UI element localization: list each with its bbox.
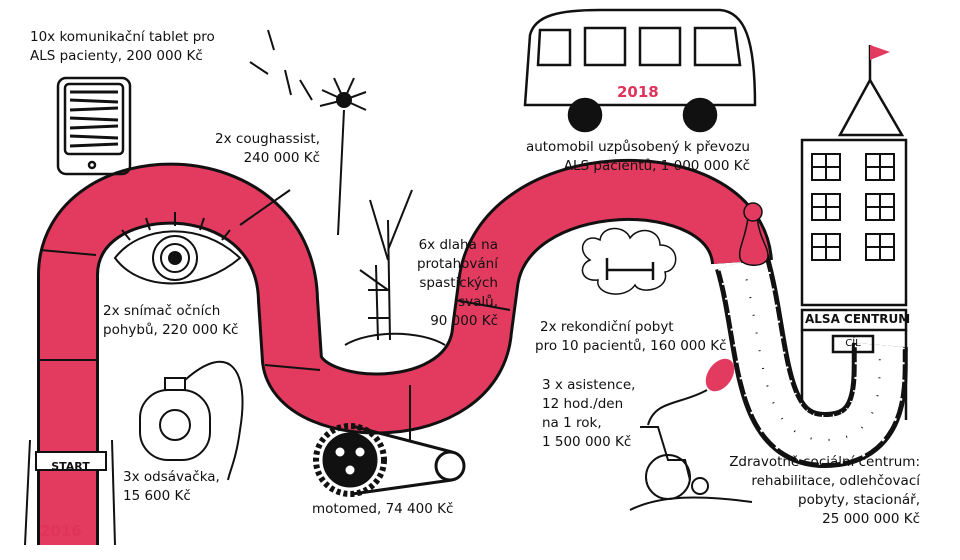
label-line: pro 10 pacientů, 160 000 Kč <box>535 338 727 354</box>
chain-gear-icon <box>313 423 466 497</box>
label-suction: 3x odsávačka, 15 600 Kč <box>123 468 220 506</box>
cloud-bed-icon <box>581 227 677 295</box>
label-line: 3 x asistence, <box>542 377 636 393</box>
label-splint: 6x dlaha na protahování spastických svalů, 9… <box>390 236 498 331</box>
label-line: rehabilitace, odlehčovací <box>751 473 920 489</box>
label-line: 2x rekondiční pobyt <box>540 319 674 335</box>
building-sign: ALSA CENTRUM <box>805 312 911 326</box>
label-line: pobyty, stacionář, <box>798 492 920 508</box>
label-line: pohybů, 220 000 Kč <box>103 322 239 338</box>
label-line: 1 500 000 Kč <box>542 434 632 450</box>
label-line: 90 000 Kč <box>430 313 498 329</box>
wheelchair-balloon-icon <box>629 358 753 511</box>
label-reconditioning-stay: 2x rekondiční pobyt pro 10 pacientů, 160 … <box>535 318 727 356</box>
start-sign: START <box>51 460 90 473</box>
suction-device-icon <box>139 360 244 481</box>
label-line: Zdravotně sociální centrum: <box>729 454 920 470</box>
dandelion-icon <box>249 29 367 236</box>
label-line: motomed, 74 400 Kč <box>312 501 454 517</box>
label-eye-tracker: 2x snímač očních pohybů, 220 000 Kč <box>103 302 238 340</box>
label-centre: Zdravotně sociální centrum: rehabilitace,… <box>700 453 920 529</box>
tree-splint-icon <box>344 189 446 346</box>
year-van: 2018 <box>617 83 659 101</box>
label-line: ALS pacientů, 1 000 000 Kč <box>563 158 750 174</box>
label-line: 2x coughassist, <box>215 131 320 147</box>
label-line: 10x komunikační tablet pro <box>30 29 215 45</box>
label-line: spastických <box>419 275 498 291</box>
road-dotted <box>715 254 908 469</box>
label-line: protahování <box>416 256 498 272</box>
eye-icon <box>113 212 242 285</box>
road-red <box>37 158 773 545</box>
label-line: 3x odsávačka, <box>123 469 220 485</box>
label-motomed: motomed, 74 400 Kč <box>312 500 453 519</box>
label-line: 6x dlaha na <box>418 237 498 253</box>
label-assistance: 3 x asistence, 12 hod./den na 1 rok, 1 500 … <box>542 376 635 452</box>
building-icon <box>800 45 908 420</box>
tablet-icon <box>56 76 132 176</box>
label-line: 15 600 Kč <box>123 488 191 504</box>
pawn-icon <box>738 202 769 266</box>
label-line: svalů, <box>458 294 498 310</box>
label-line: automobil uzpůsobený k převozu <box>525 139 750 155</box>
van-icon <box>523 8 757 133</box>
label-coughassist: 2x coughassist, 240 000 Kč <box>200 130 320 168</box>
label-line: 12 hod./den <box>542 396 624 412</box>
label-line: na 1 rok, <box>542 415 602 431</box>
label-line: 2x snímač očních <box>103 303 221 319</box>
goal-sign: CÍL <box>845 338 861 349</box>
label-line: ALS pacienty, 200 000 Kč <box>30 48 203 64</box>
year-start: 2016 <box>40 522 82 540</box>
label-line: 240 000 Kč <box>243 150 320 166</box>
start-banner-icon <box>24 439 116 546</box>
label-line: 25 000 000 Kč <box>822 511 920 527</box>
